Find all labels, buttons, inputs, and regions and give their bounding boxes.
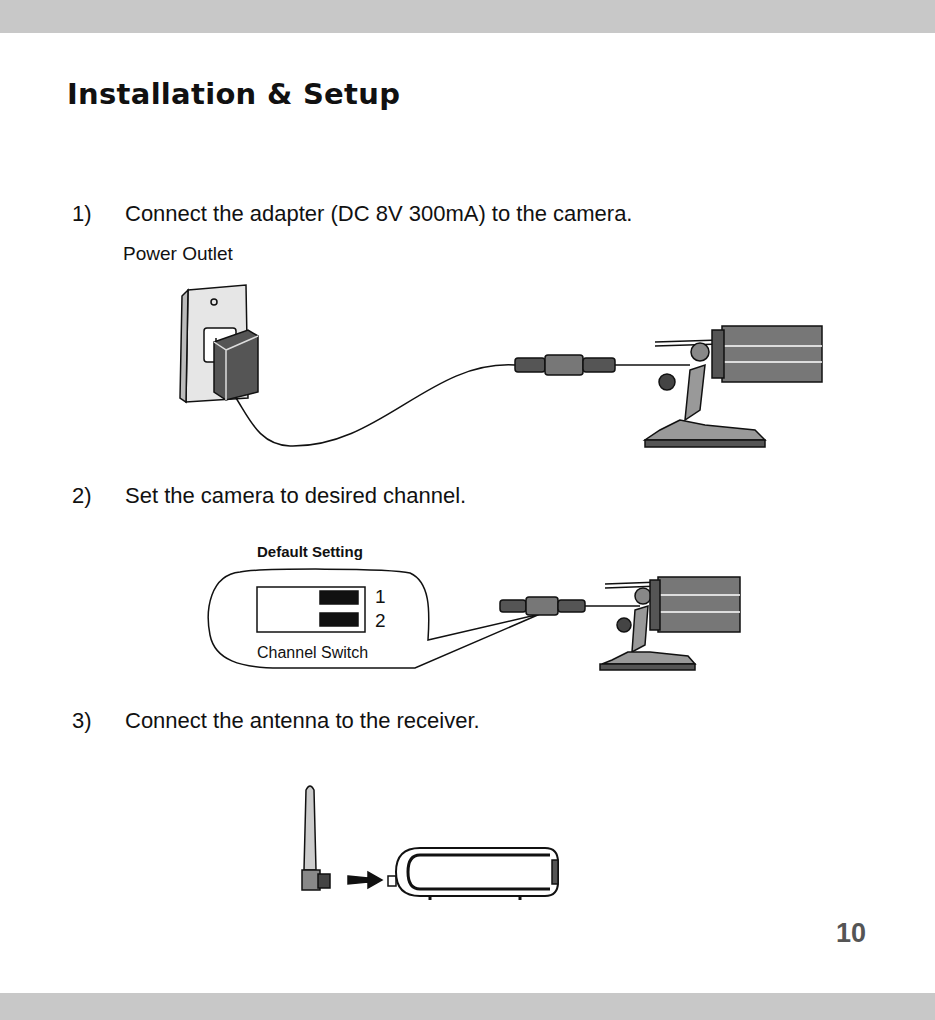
page-title: Installation & Setup — [67, 78, 400, 111]
callout-bubble: Default Setting 12Channel Switch — [205, 540, 435, 672]
callout-heading: Default Setting — [257, 543, 363, 560]
page-number: 10 — [836, 918, 866, 949]
switch-position: 2 — [375, 610, 386, 632]
part-label: Channel Switch — [257, 644, 368, 662]
step-number: 1) — [72, 201, 92, 226]
switch-position: 1 — [375, 586, 386, 608]
part-label: Power Outlet — [123, 243, 233, 265]
step-text: Set the camera to desired channel. — [125, 483, 466, 508]
step-number: 3) — [72, 708, 92, 733]
step-number: 2) — [72, 483, 92, 508]
step-text: Connect the antenna to the receiver. — [125, 708, 480, 733]
step-text: Connect the adapter (DC 8V 300mA) to the… — [125, 201, 632, 226]
